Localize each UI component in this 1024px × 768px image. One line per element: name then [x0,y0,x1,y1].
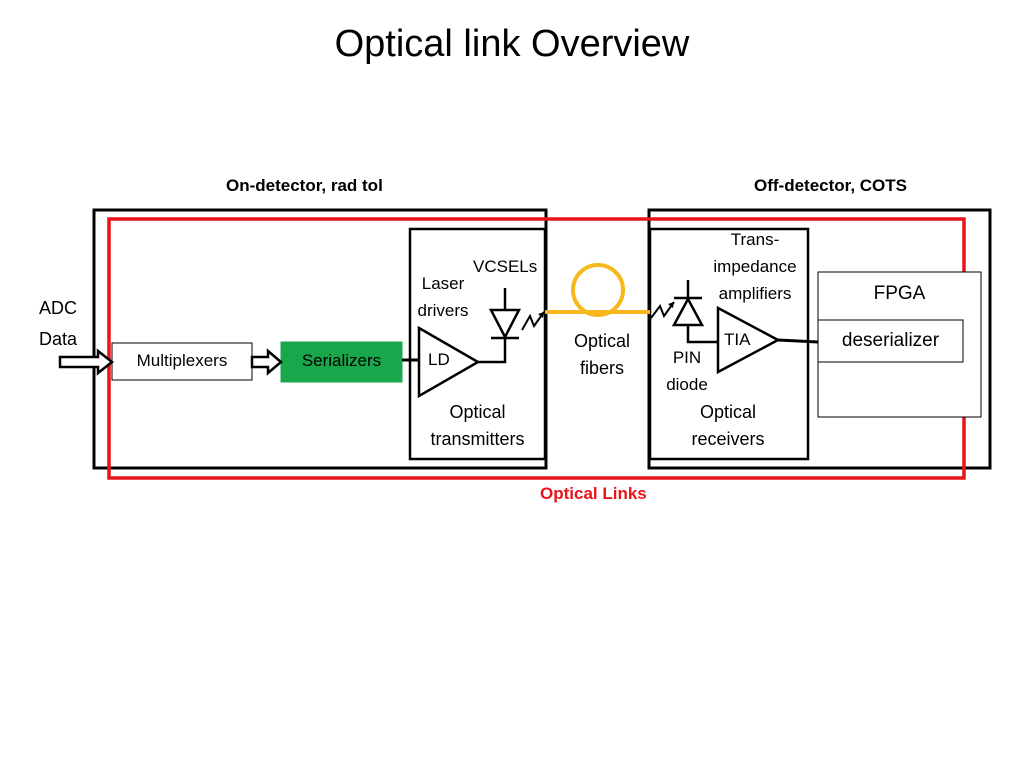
optical-transmitters-box [408,227,547,461]
pin-reception-icon [650,301,675,319]
off-detector-label: Off-detector, COTS [754,176,908,195]
optical-receivers-line2: receivers [691,429,765,449]
laser-drivers-line2: drivers [417,301,469,320]
input-arrow-icon [58,348,115,376]
fpga-label: FPGA [873,283,926,304]
optical-fiber-loop [571,263,625,317]
vcsel-diode-icon [488,308,522,340]
vcsel-emission-arrowhead [538,312,544,318]
ld-amplifier-icon [417,325,481,399]
tia-caption-line3: amplifiers [718,284,792,303]
optical-links-label: Optical Links [540,484,647,503]
tia-deserializer-wire [777,338,819,344]
serializers-box [280,341,403,383]
vcsel-emission-icon [521,311,545,331]
optical-fibers-line1: Optical [573,331,631,351]
tia-caption-line2: impedance [713,257,797,276]
optical-fibers-line2: fibers [579,358,624,378]
adc-label-line2: Data [38,329,78,349]
pin-reception-arrowhead [668,302,674,308]
mux-serializer-arrow-icon [250,348,283,376]
pin-tia-wire [686,325,718,344]
multiplexers-label: Multiplexers [136,351,228,370]
tia-caption-line1: Trans- [730,230,780,249]
tia-label: TIA [724,330,751,349]
optical-receivers-box [648,227,810,461]
optical-transmitters-line2: transmitters [430,429,525,449]
ld-vcsel-wire [478,338,507,364]
tia-amplifier-icon [716,305,781,375]
deserializer-box [817,319,964,363]
adc-label-line1: ADC [38,298,77,318]
deserializer-label: deserializer [841,330,940,351]
page-title: Optical link Overview [334,23,690,65]
optical-receivers-line1: Optical [699,402,757,422]
ld-label: LD [428,350,450,369]
pin-diode-icon [671,296,705,327]
pin-diode-line1: PIN [672,348,702,367]
serializers-label: Serializers [301,351,382,370]
pin-diode-line2: diode [666,375,708,394]
on-detector-label: On-detector, rad tol [226,176,383,195]
optical-transmitters-line1: Optical [449,402,506,422]
laser-drivers-line1: Laser [421,274,465,293]
vcsels-label: VCSELs [473,257,538,276]
